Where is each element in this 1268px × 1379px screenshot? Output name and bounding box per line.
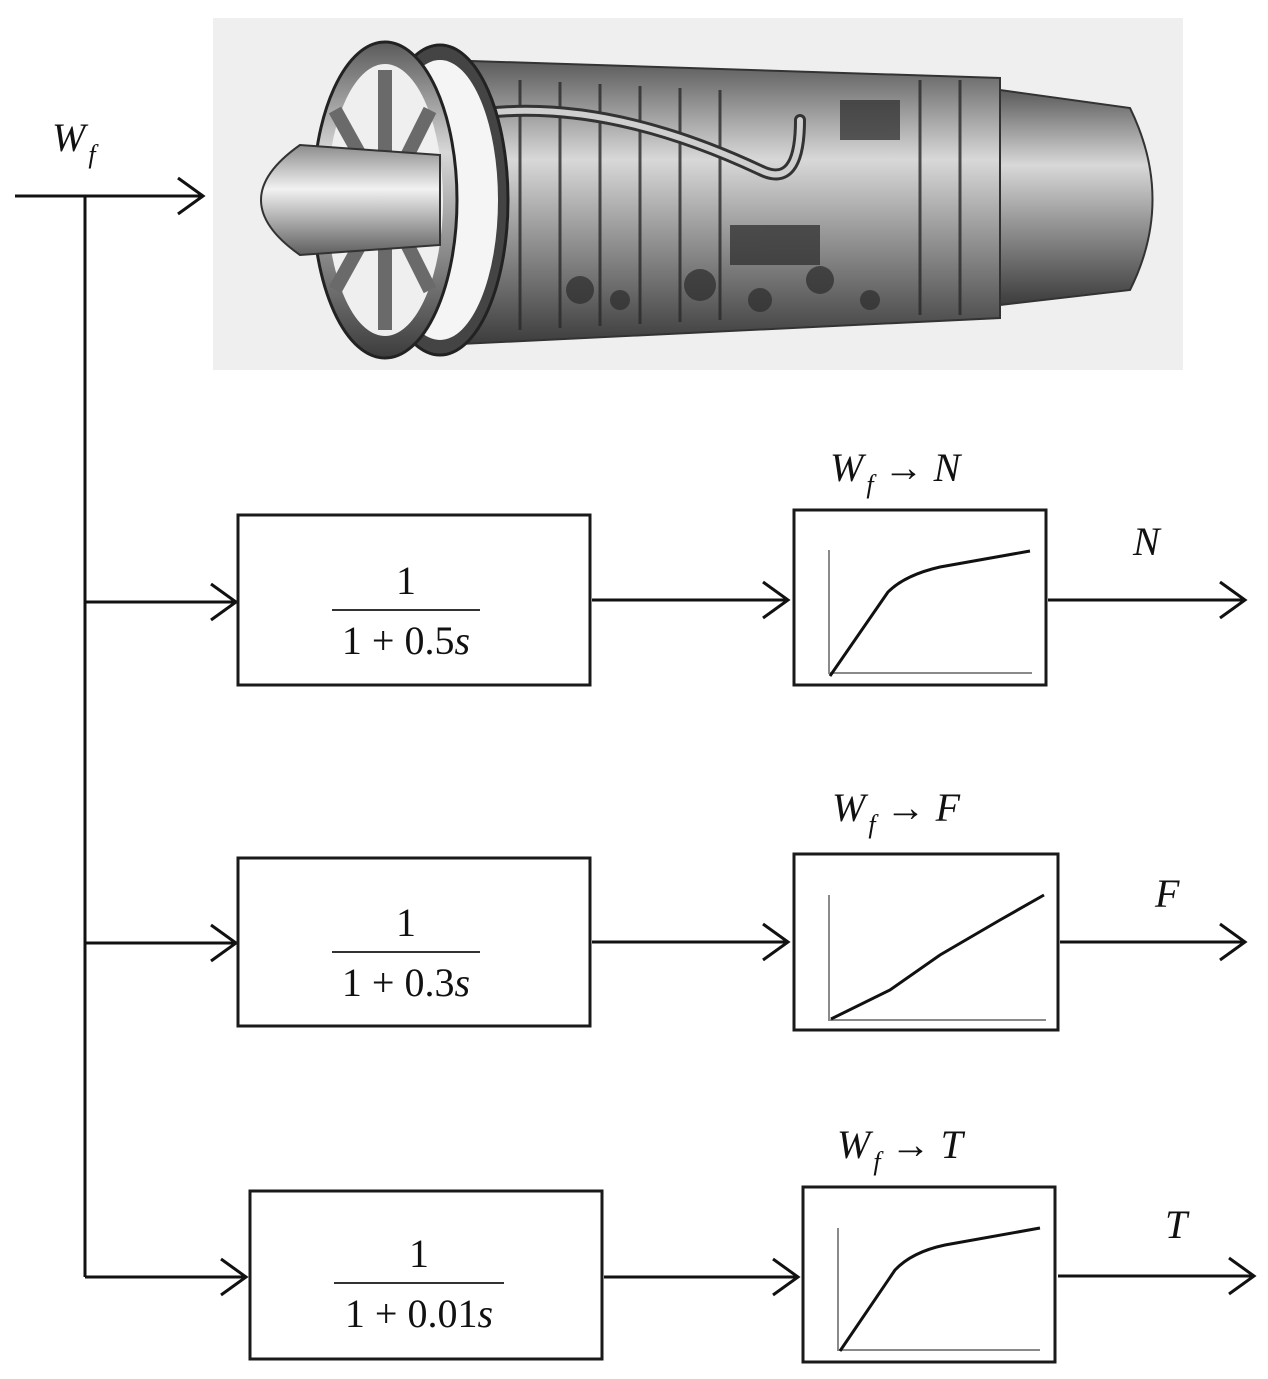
map-box-f bbox=[792, 852, 1060, 1032]
input-subscript: f bbox=[88, 140, 96, 169]
transfer-function-t: 1 1 + 0.01s bbox=[334, 1234, 504, 1334]
branch-n-wires bbox=[85, 580, 1248, 622]
map-box-t bbox=[801, 1185, 1057, 1364]
transfer-block-t bbox=[248, 1189, 604, 1361]
tf-numerator-n: 1 bbox=[396, 558, 416, 603]
jet-engine-icon bbox=[213, 18, 1183, 370]
map-curve-t bbox=[838, 1226, 1041, 1352]
map-curve-n bbox=[828, 549, 1031, 677]
branch-f-wires bbox=[85, 922, 1248, 963]
map-curve-f bbox=[830, 893, 1045, 1021]
input-signal-line bbox=[15, 176, 206, 216]
tf-numerator-t: 1 bbox=[409, 1231, 429, 1276]
input-symbol: W bbox=[52, 115, 86, 160]
tf-denominator-f: 1 + 0.3 bbox=[341, 960, 455, 1005]
tf-denominator-n: 1 + 0.5 bbox=[341, 618, 455, 663]
transfer-function-n: 1 1 + 0.5s bbox=[332, 561, 480, 661]
transfer-block-f bbox=[236, 856, 592, 1028]
map-box-n bbox=[792, 508, 1048, 687]
branch-t-wires bbox=[85, 1256, 1257, 1297]
tf-variable-n: s bbox=[454, 618, 471, 663]
tf-variable-t: s bbox=[477, 1291, 494, 1336]
tf-variable-f: s bbox=[454, 960, 471, 1005]
transfer-function-f: 1 1 + 0.3s bbox=[332, 903, 480, 1003]
output-label-n: N bbox=[1133, 519, 1160, 564]
tf-numerator-f: 1 bbox=[396, 900, 416, 945]
tf-denominator-t: 1 + 0.01 bbox=[344, 1291, 478, 1336]
transfer-block-n bbox=[236, 513, 592, 687]
output-label-f: F bbox=[1155, 871, 1180, 916]
output-label-t: T bbox=[1165, 1202, 1188, 1247]
